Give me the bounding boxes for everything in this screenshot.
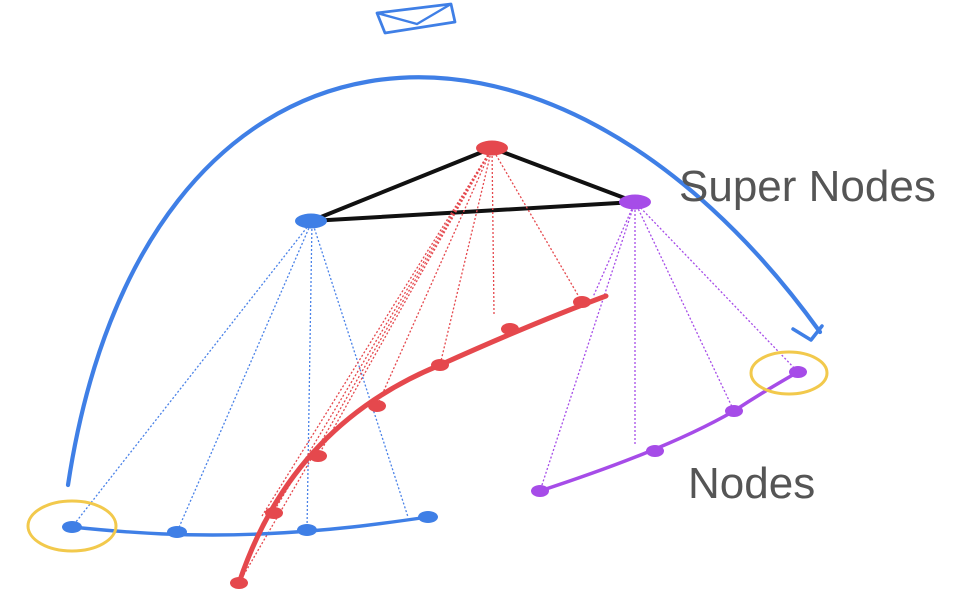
red-node xyxy=(501,323,519,335)
red-nodes xyxy=(230,296,591,589)
nodes-label: Nodes xyxy=(688,459,816,508)
purple-node xyxy=(789,366,807,378)
blue-node xyxy=(297,524,317,536)
blue-nodes xyxy=(62,511,438,538)
blue-node xyxy=(62,521,82,533)
purple-super-node xyxy=(619,194,651,210)
purple-node xyxy=(531,485,549,497)
envelope-icon xyxy=(375,2,457,35)
blue-node xyxy=(418,511,438,523)
red-node xyxy=(573,296,591,308)
blue-node-ring xyxy=(70,515,430,537)
red-node xyxy=(230,577,248,589)
message-route-arc xyxy=(65,75,823,488)
arrowhead-icon xyxy=(791,324,824,342)
red-supernode-connectors xyxy=(238,147,583,584)
purple-node-ring xyxy=(538,370,800,493)
purple-nodes xyxy=(531,366,807,497)
blue-super-node xyxy=(295,213,327,229)
red-super-node xyxy=(476,140,508,156)
source-node-highlight xyxy=(26,499,118,553)
blue-node xyxy=(167,526,187,538)
super-node-links xyxy=(309,146,637,223)
red-node xyxy=(431,359,449,371)
blue-supernode-connectors xyxy=(71,220,409,533)
red-node-ring xyxy=(236,293,609,586)
super-nodes-label: Super Nodes xyxy=(679,162,936,211)
red-node xyxy=(265,507,283,519)
destination-node-highlight xyxy=(749,350,829,396)
purple-node xyxy=(646,445,664,457)
purple-supernode-connectors xyxy=(539,201,799,492)
purple-node xyxy=(725,405,743,417)
red-node xyxy=(309,450,327,462)
red-node xyxy=(368,400,386,412)
